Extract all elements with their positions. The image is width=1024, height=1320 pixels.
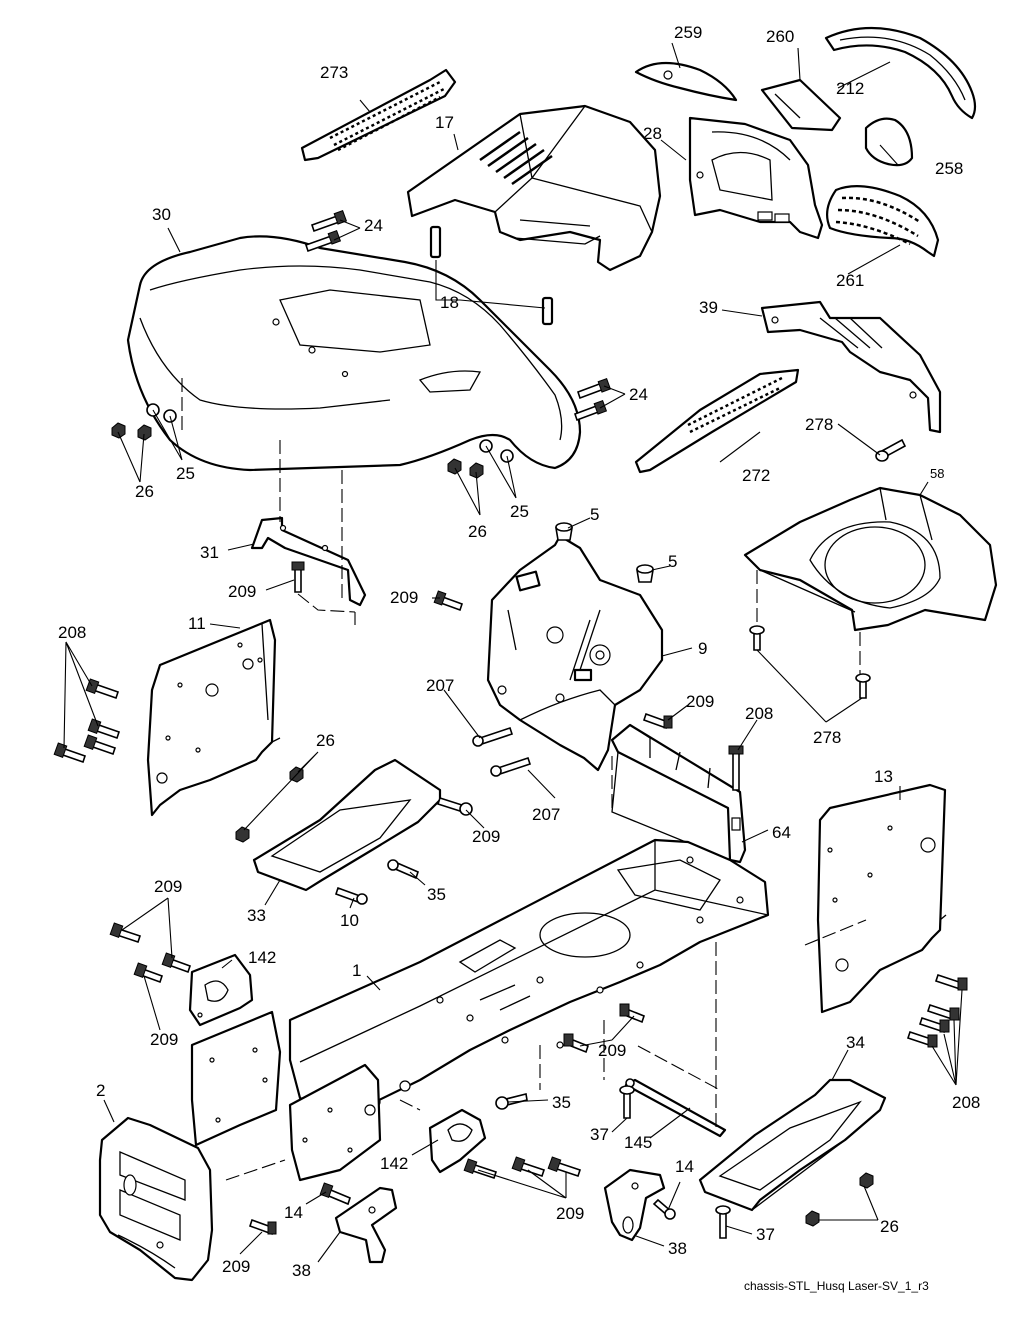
label-17: 17	[435, 113, 454, 132]
frame-left-side-plate	[190, 1010, 282, 1147]
label-28: 28	[643, 124, 662, 143]
part-145-rod	[624, 1078, 727, 1138]
label-272: 272	[742, 466, 770, 485]
label-25-left: 25	[176, 464, 195, 483]
label-207-bottom: 207	[532, 805, 560, 824]
label-14-right: 14	[675, 1157, 694, 1176]
label-14-left: 14	[284, 1203, 303, 1222]
part-18-pads	[429, 225, 554, 326]
part-33-footrest	[252, 758, 442, 892]
part-142-bracket-upper	[188, 953, 254, 1027]
part-38-bracket-right	[603, 1168, 666, 1242]
label-261: 261	[836, 271, 864, 290]
label-18: 18	[440, 293, 459, 312]
label-273: 273	[320, 63, 348, 82]
label-208-mid: 208	[745, 704, 773, 723]
label-10: 10	[340, 911, 359, 930]
label-209-c: 209	[686, 692, 714, 711]
part-64-front-bar	[610, 723, 747, 864]
leader-lines	[63, 42, 963, 1263]
part-labels: 273 259 260 212 17 28 258 30 24 18 261 3…	[58, 23, 980, 1280]
label-209-i: 209	[222, 1257, 250, 1276]
label-208-right: 208	[952, 1093, 980, 1112]
label-209-h: 209	[556, 1204, 584, 1223]
label-39: 39	[699, 298, 718, 317]
label-209-g: 209	[598, 1041, 626, 1060]
label-208-left: 208	[58, 623, 86, 642]
label-37-top: 37	[590, 1125, 609, 1144]
part-2-front-plate	[98, 1116, 214, 1282]
label-209-b: 209	[390, 588, 418, 607]
label-142-top: 142	[248, 948, 276, 967]
label-26-left: 26	[135, 482, 154, 501]
label-142-bottom: 142	[380, 1154, 408, 1173]
part-258-cap	[864, 117, 914, 167]
label-38-right: 38	[668, 1239, 687, 1258]
part-212-trim-strip	[824, 26, 977, 120]
part-34-footrest	[698, 1078, 887, 1212]
label-2: 2	[96, 1081, 105, 1100]
label-11: 11	[188, 614, 206, 633]
label-33: 33	[247, 906, 266, 925]
label-1: 1	[352, 961, 361, 980]
part-13-right-plate	[816, 783, 947, 1014]
part-273-grille-insert	[300, 68, 457, 162]
label-5-right: 5	[668, 552, 677, 571]
label-58: 58	[930, 466, 944, 481]
label-5-top: 5	[590, 505, 599, 524]
label-209-a: 209	[228, 582, 256, 601]
part-5-grommets	[555, 522, 654, 583]
label-9: 9	[698, 639, 707, 658]
label-209-d: 209	[472, 827, 500, 846]
label-209-e: 209	[154, 877, 182, 896]
label-26-right: 26	[468, 522, 487, 541]
alignment-dashes	[181, 378, 867, 1181]
part-38-bracket-left	[334, 1186, 398, 1264]
label-35-bottom: 35	[552, 1093, 571, 1112]
part-11-left-plate	[146, 618, 281, 817]
label-212: 212	[836, 79, 864, 98]
label-35-top: 35	[427, 885, 446, 904]
part-31-bracket	[250, 516, 367, 607]
label-24-top: 24	[364, 216, 383, 235]
label-209-f: 209	[150, 1030, 178, 1049]
label-38-left: 38	[292, 1261, 311, 1280]
label-37-bottom: 37	[756, 1225, 775, 1244]
label-258: 258	[935, 159, 963, 178]
label-278-bottom: 278	[813, 728, 841, 747]
label-30: 30	[152, 205, 171, 224]
label-145: 145	[624, 1133, 652, 1152]
label-31: 31	[200, 543, 219, 562]
label-259: 259	[674, 23, 702, 42]
label-24-right: 24	[629, 385, 648, 404]
label-26-mid: 26	[316, 731, 335, 750]
label-64: 64	[772, 823, 791, 842]
part-261-grille	[825, 185, 940, 258]
part-272-vent-strip	[634, 368, 800, 474]
label-207-top: 207	[426, 676, 454, 695]
diagram-caption: chassis-STL_Husq Laser-SV_1_r3	[744, 1279, 929, 1293]
part-39-bracket	[760, 300, 942, 434]
hardware	[53, 210, 968, 1239]
part-142-bracket-lower	[428, 1108, 487, 1174]
label-34: 34	[846, 1033, 865, 1052]
label-13: 13	[874, 767, 893, 786]
part-58-pan	[743, 486, 998, 632]
label-278-top: 278	[805, 415, 833, 434]
part-30-fender	[126, 235, 582, 472]
part-260-plate	[760, 78, 842, 132]
frame-mid-side-plate	[288, 1063, 382, 1182]
part-259-cover	[634, 61, 738, 102]
label-26-bottom: 26	[880, 1217, 899, 1236]
part-28-dash-panel	[688, 116, 824, 240]
part-17-hood	[406, 104, 662, 272]
label-260: 260	[766, 27, 794, 46]
label-25-right: 25	[510, 502, 529, 521]
